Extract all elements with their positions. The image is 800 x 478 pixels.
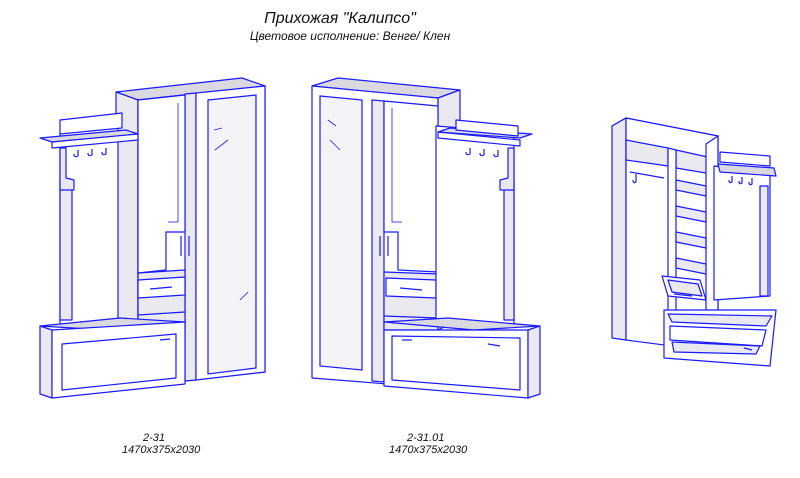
page-title: Прихожая "Калипсо" <box>264 10 416 27</box>
hook-3 <box>101 148 107 156</box>
bench-door <box>391 335 521 391</box>
mirror <box>319 95 363 371</box>
hook-2 <box>479 149 485 157</box>
product-dimensions-2: 1470x375x2030 <box>389 444 468 456</box>
hook-2 <box>87 149 93 157</box>
hanger-panel <box>435 125 515 327</box>
product-code-1: 2-31 <box>143 432 166 444</box>
page-subtitle: Цветовое исполнение: Венге/ Клен <box>249 29 451 43</box>
drawer-handle <box>149 286 173 290</box>
product-dimensions-1: 1470x375x2030 <box>122 444 201 456</box>
drawing-2-31 <box>39 77 266 399</box>
hook-3 <box>493 150 499 158</box>
drawing-open-view <box>611 117 777 367</box>
drawer-handle <box>399 287 423 291</box>
hook-1 <box>73 150 79 158</box>
product-code-2: 2-31.01 <box>407 432 445 444</box>
bench-door <box>61 333 177 391</box>
mirror <box>207 94 257 375</box>
drawer <box>385 277 437 299</box>
hook-1 <box>465 148 471 156</box>
drawing-2-31-01 <box>311 77 541 399</box>
